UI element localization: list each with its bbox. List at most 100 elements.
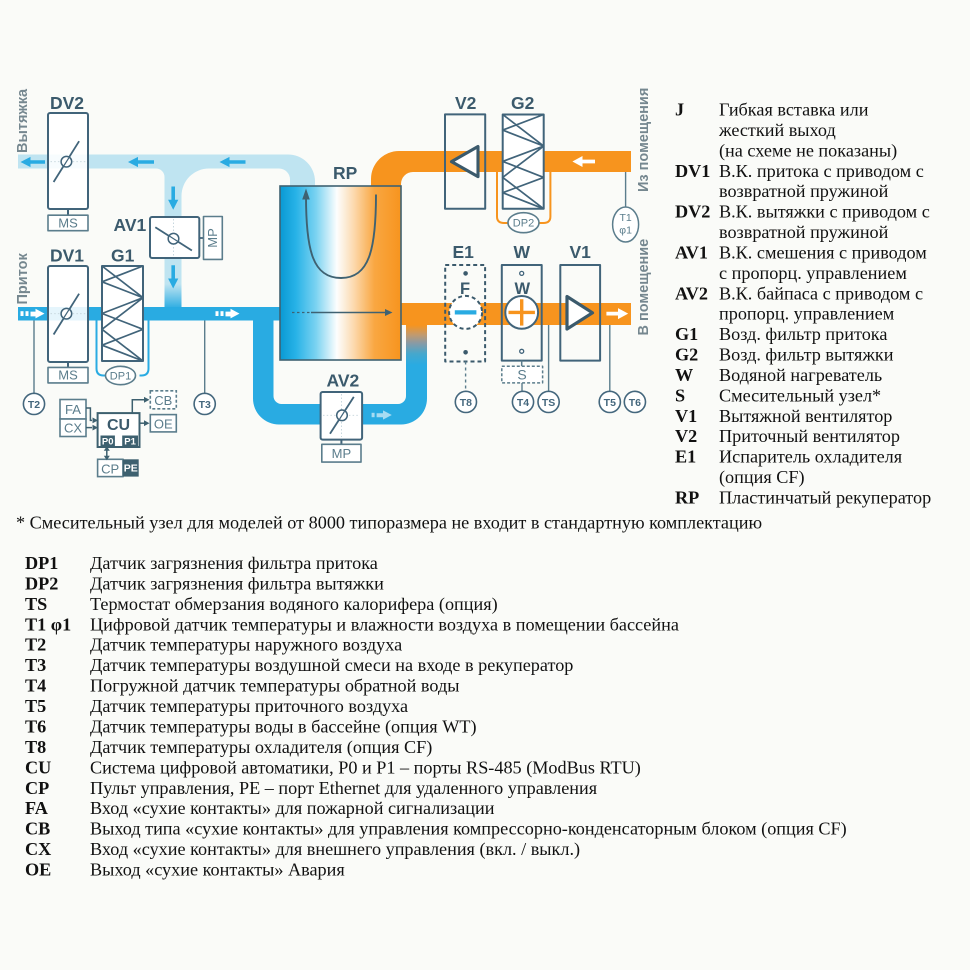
svg-text:ТS: ТS <box>542 397 555 409</box>
svg-text:Т4: Т4 <box>517 397 529 409</box>
svg-text:Датчик температуры приточного: Датчик температуры приточного воздуха <box>90 696 408 716</box>
svg-text:* Смесительный узел для моделе: * Смесительный узел для моделей от 8000 … <box>16 513 762 533</box>
svg-text:V2: V2 <box>455 93 477 113</box>
svg-text:Т5: Т5 <box>604 397 616 409</box>
svg-text:Датчик температуры воздушной с: Датчик температуры воздушной смеси на вх… <box>90 655 573 675</box>
svg-text:Т4: Т4 <box>25 676 46 696</box>
svg-text:FA: FA <box>25 798 48 818</box>
svg-text:CX: CX <box>64 421 82 436</box>
svg-text:DV1: DV1 <box>50 246 84 266</box>
svg-text:MS: MS <box>58 216 78 231</box>
svg-text:пропорц. управлением: пропорц. управлением <box>719 304 895 324</box>
svg-text:TS: TS <box>25 594 47 614</box>
svg-text:Приточный вентилятор: Приточный вентилятор <box>719 426 900 446</box>
svg-text:MP: MP <box>205 228 220 248</box>
svg-text:возвратной пружиной: возвратной пружиной <box>719 222 889 242</box>
svg-text:Датчик загрязнения фильтра при: Датчик загрязнения фильтра притока <box>90 553 378 573</box>
svg-text:AV2: AV2 <box>675 283 708 303</box>
svg-text:E1: E1 <box>675 447 696 467</box>
svg-text:φ1: φ1 <box>619 225 632 237</box>
svg-text:G2: G2 <box>511 93 535 113</box>
svg-text:(на схеме не показаны): (на схеме не показаны) <box>719 140 897 161</box>
svg-text:DP1: DP1 <box>110 370 131 382</box>
svg-text:F: F <box>460 280 470 298</box>
svg-text:Вытяжка: Вытяжка <box>15 88 31 153</box>
svg-text:В помещение: В помещение <box>636 239 652 336</box>
svg-text:CU: CU <box>25 757 51 777</box>
svg-text:CP: CP <box>25 778 49 798</box>
svg-text:V1: V1 <box>675 406 697 426</box>
svg-text:Система цифровой автоматики, P: Система цифровой автоматики, P0 и P1 – п… <box>90 757 641 778</box>
svg-text:Т2: Т2 <box>25 635 46 655</box>
svg-text:V2: V2 <box>675 426 697 446</box>
svg-text:J: J <box>675 100 684 120</box>
svg-text:AV2: AV2 <box>327 371 360 391</box>
svg-text:В.К. притока с приводом с: В.К. притока с приводом с <box>719 161 924 181</box>
svg-text:Смесительный узел*: Смесительный узел* <box>719 385 881 405</box>
svg-text:Гибкая вставка или: Гибкая вставка или <box>719 100 869 120</box>
svg-text:Т2: Т2 <box>28 399 40 411</box>
svg-text:Датчик загрязнения фильтра выт: Датчик загрязнения фильтра вытяжки <box>90 573 384 593</box>
svg-text:W: W <box>514 242 531 262</box>
svg-text:OE: OE <box>154 417 173 432</box>
svg-text:Возд. фильтр притока: Возд. фильтр притока <box>719 324 887 344</box>
svg-text:Датчик температуры наружного в: Датчик температуры наружного воздуха <box>90 635 402 655</box>
svg-text:FA: FA <box>65 402 81 417</box>
svg-text:G1: G1 <box>111 246 135 266</box>
svg-text:Водяной нагреватель: Водяной нагреватель <box>719 365 882 385</box>
svg-text:MP: MP <box>332 446 352 461</box>
svg-text:DP1: DP1 <box>25 553 58 573</box>
svg-text:AV1: AV1 <box>675 242 708 262</box>
svg-text:В.К. байпаса с приводом с: В.К. байпаса с приводом с <box>719 283 923 303</box>
svg-text:Пластинчатый рекуператор: Пластинчатый рекуператор <box>719 487 931 507</box>
svg-text:В.К. смешения с приводом: В.К. смешения с приводом <box>719 242 927 262</box>
svg-text:W: W <box>515 280 531 298</box>
svg-text:Датчик температуры охладителя: Датчик температуры охладителя (опция CF) <box>90 737 432 758</box>
svg-text:DV1: DV1 <box>675 161 710 181</box>
svg-text:S: S <box>517 367 526 383</box>
svg-text:Вытяжной вентилятор: Вытяжной вентилятор <box>719 406 892 426</box>
svg-text:Выход «сухие контакты» Авария: Выход «сухие контакты» Авария <box>90 860 345 880</box>
svg-text:DP2: DP2 <box>513 218 534 230</box>
svg-text:RP: RP <box>675 487 699 507</box>
svg-text:Погружной датчик температуры о: Погружной датчик температуры обратной во… <box>90 676 459 696</box>
svg-text:Пульт управления, PE – порт Et: Пульт управления, PE – порт Ethernet для… <box>90 778 598 798</box>
svg-text:Приток: Приток <box>15 253 31 305</box>
svg-text:Т6: Т6 <box>25 717 46 737</box>
svg-text:RP: RP <box>333 163 358 183</box>
svg-text:Возд. фильтр вытяжки: Возд. фильтр вытяжки <box>719 345 894 365</box>
svg-text:V1: V1 <box>570 242 592 262</box>
svg-text:CX: CX <box>25 839 51 859</box>
svg-text:Т8: Т8 <box>25 737 46 757</box>
svg-text:Т6: Т6 <box>629 397 641 409</box>
svg-text:Т1 φ1: Т1 φ1 <box>25 614 71 634</box>
svg-text:G2: G2 <box>675 345 698 365</box>
svg-text:DP2: DP2 <box>25 573 58 593</box>
svg-text:W: W <box>675 365 693 385</box>
svg-text:G1: G1 <box>675 324 698 344</box>
svg-text:жесткий выход: жесткий выход <box>718 120 836 140</box>
svg-text:DV2: DV2 <box>675 202 710 222</box>
svg-text:P1: P1 <box>124 436 136 447</box>
svg-text:Вход «сухие контакты» для вне: Вход «сухие контакты» для внешнего управ… <box>90 839 580 860</box>
svg-text:Т3: Т3 <box>199 399 211 411</box>
svg-text:AV1: AV1 <box>114 215 147 235</box>
svg-text:Цифровой датчик температуры и: Цифровой датчик температуры и влажности … <box>90 614 679 634</box>
svg-text:Выход типа «сухие контакты» дл: Выход типа «сухие контакты» для управлен… <box>90 819 847 840</box>
svg-text:(опция CF): (опция CF) <box>719 467 805 488</box>
svg-text:Из помещения: Из помещения <box>636 88 652 192</box>
svg-text:возвратной пружиной: возвратной пружиной <box>719 181 889 201</box>
svg-text:Вход «сухие контакты» для пожа: Вход «сухие контакты» для пожарной сигна… <box>90 798 495 818</box>
svg-text:Термостат обмерзания водяного: Термостат обмерзания водяного калорифера… <box>90 594 498 615</box>
svg-text:DV2: DV2 <box>50 93 84 113</box>
svg-text:Т1: Т1 <box>619 212 631 224</box>
svg-text:Т5: Т5 <box>25 696 46 716</box>
svg-text:E1: E1 <box>453 242 475 262</box>
svg-text:MS: MS <box>58 368 78 383</box>
svg-text:Испаритель охладителя: Испаритель охладителя <box>719 447 903 467</box>
svg-text:PE: PE <box>124 463 138 475</box>
svg-text:S: S <box>675 385 685 405</box>
svg-text:CB: CB <box>25 819 50 839</box>
svg-text:CB: CB <box>154 393 172 408</box>
svg-text:Т3: Т3 <box>25 655 46 675</box>
